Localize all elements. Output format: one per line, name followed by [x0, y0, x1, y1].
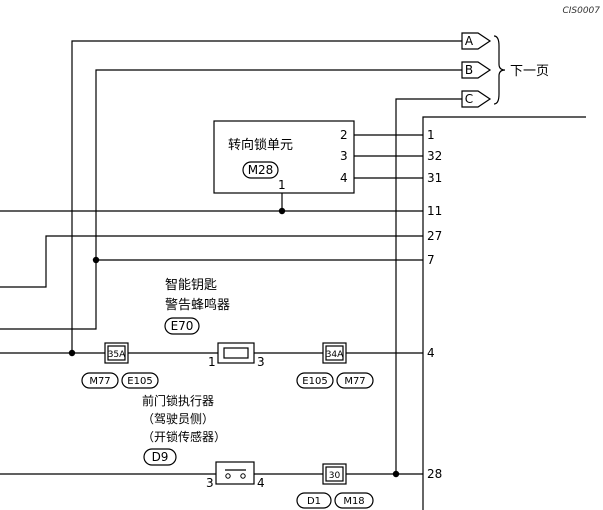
- arrow-a: A: [461, 32, 492, 50]
- svg-text:M77: M77: [89, 376, 110, 387]
- joint-connector-34a: 34A: [322, 342, 347, 364]
- ref-e105-left: E105: [121, 372, 159, 389]
- control-unit-edge: [422, 116, 586, 510]
- joint-connector-35a: 35A: [104, 342, 129, 364]
- ref-m77-right: M77: [336, 372, 374, 389]
- buzzer-pin-3: 3: [257, 355, 265, 369]
- svg-text:E105: E105: [302, 376, 327, 387]
- buzzer-name-line1: 智能钥匙: [165, 278, 217, 293]
- bus-pin-32: 32: [427, 149, 442, 163]
- svg-text:D9: D9: [152, 450, 169, 464]
- svg-text:E105: E105: [127, 376, 152, 387]
- svg-text:34A: 34A: [326, 350, 344, 360]
- door-lock-connector: D9: [143, 448, 177, 466]
- buzzer-symbol: [217, 342, 255, 364]
- sl-pin-1: 1: [278, 178, 286, 192]
- svg-text:M18: M18: [343, 496, 364, 507]
- door-lock-pin-3: 3: [206, 476, 214, 490]
- steering-lock-name: 转向锁单元: [228, 137, 293, 153]
- ref-m77-left: M77: [81, 372, 119, 389]
- junction-dot: [278, 207, 286, 215]
- ref-d1: D1: [296, 492, 332, 509]
- bus-pin-27: 27: [427, 229, 442, 243]
- buzzer-pin-1: 1: [208, 355, 216, 369]
- diagram-code: CIS0007: [562, 6, 600, 16]
- sl-pin-2: 2: [340, 128, 348, 142]
- bus-pin-7: 7: [427, 253, 435, 267]
- arrow-b: B: [461, 61, 492, 79]
- next-page-label: 下一页: [510, 64, 549, 79]
- junction-dot: [392, 470, 400, 478]
- door-lock-name-line2: （驾驶员侧）: [142, 411, 214, 426]
- junction-dot: [92, 256, 100, 264]
- buzzer-name-line2: 警告蜂鸣器: [165, 297, 230, 313]
- wire-to-b: [95, 69, 462, 260]
- wire-pin-7: [0, 259, 423, 330]
- svg-text:E70: E70: [171, 319, 194, 333]
- steering-lock-connector: M28: [242, 161, 279, 179]
- door-lock-name-line1: 前门锁执行器: [142, 393, 214, 408]
- sl-pin-4: 4: [340, 171, 348, 185]
- wire-to-c: [395, 98, 462, 474]
- buzzer-connector: E70: [164, 317, 200, 335]
- svg-text:A: A: [465, 34, 474, 48]
- joint-connector-30: 30: [322, 463, 347, 485]
- svg-text:30: 30: [329, 471, 341, 481]
- wire-to-a: [71, 40, 462, 353]
- bus-pin-11: 11: [427, 204, 442, 218]
- sl-pin-3: 3: [340, 149, 348, 163]
- svg-text:M77: M77: [344, 376, 365, 387]
- door-lock-pin-4: 4: [257, 476, 265, 490]
- brace: [493, 35, 506, 105]
- bus-pin-28: 28: [427, 467, 442, 481]
- unlock-sensor-switch: [215, 461, 255, 485]
- svg-text:C: C: [465, 92, 473, 106]
- bus-pin-31: 31: [427, 171, 442, 185]
- wire-pin-27: [0, 235, 423, 288]
- junction-dot: [68, 349, 76, 357]
- arrow-c: C: [461, 90, 492, 108]
- bus-pin-1: 1: [427, 128, 435, 142]
- ref-e105-right: E105: [296, 372, 334, 389]
- door-lock-name-line3: （开锁传感器）: [142, 429, 226, 444]
- bus-pin-4: 4: [427, 346, 435, 360]
- svg-text:M28: M28: [248, 163, 274, 177]
- ref-m18: M18: [334, 492, 374, 509]
- svg-text:B: B: [465, 63, 473, 77]
- svg-text:D1: D1: [307, 496, 321, 507]
- svg-text:35A: 35A: [108, 350, 126, 360]
- steering-lock-unit-box: [213, 120, 355, 194]
